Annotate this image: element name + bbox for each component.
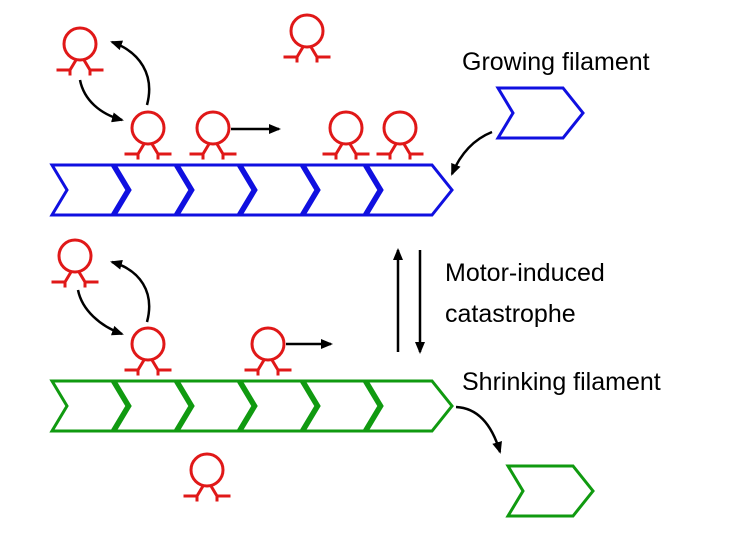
filament-segment bbox=[238, 163, 318, 217]
motor-bound-icon bbox=[124, 326, 172, 376]
growing-filament bbox=[49, 86, 585, 217]
motor-bound-icon bbox=[322, 110, 370, 160]
filament-segment bbox=[49, 163, 129, 217]
filament-segment bbox=[238, 379, 318, 433]
filament-segment bbox=[112, 379, 192, 433]
growing-filament-label: Growing filament bbox=[462, 48, 650, 76]
motor-free-icon bbox=[283, 13, 331, 63]
motor-free-icon bbox=[183, 452, 231, 502]
detach-arrow bbox=[455, 405, 502, 454]
filament-segment bbox=[175, 379, 255, 433]
motor-bound-icon bbox=[189, 110, 237, 160]
attach-arrow bbox=[450, 130, 493, 176]
motor-bound-icon bbox=[244, 326, 292, 376]
filament-segment bbox=[49, 379, 129, 433]
motor-bound-icon bbox=[124, 110, 172, 160]
unbind-arrow bbox=[110, 40, 151, 106]
catastrophe-label-line1: Motor-induced bbox=[445, 259, 605, 287]
filament-segment bbox=[175, 163, 255, 217]
filament-segment bbox=[301, 163, 381, 217]
catastrophe-label-line2: catastrophe bbox=[445, 300, 576, 328]
shrinking-filament-label: Shrinking filament bbox=[462, 368, 661, 396]
shrinking-filament bbox=[49, 379, 595, 518]
filament-segment bbox=[301, 379, 381, 433]
bind-arrow bbox=[78, 79, 124, 123]
motor-free-icon bbox=[51, 238, 99, 288]
bind-arrow bbox=[76, 289, 124, 336]
free-filament-segment bbox=[495, 86, 585, 140]
motor-free-icon bbox=[56, 26, 104, 76]
motor-bound-icon bbox=[376, 110, 424, 160]
free-filament-segment bbox=[505, 464, 595, 518]
filament-segment bbox=[364, 163, 454, 217]
filament-segment bbox=[112, 163, 192, 217]
unbind-arrow bbox=[110, 259, 151, 323]
filament-segment bbox=[364, 379, 454, 433]
